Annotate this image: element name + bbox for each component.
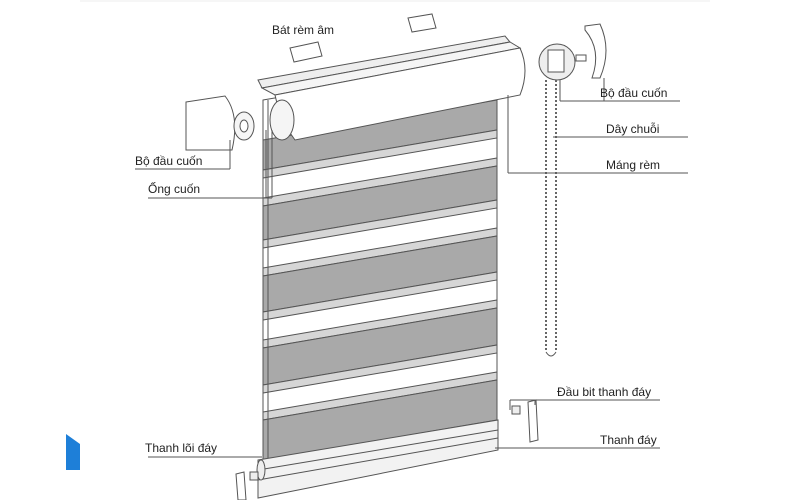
bottom-end-caps [235,399,539,500]
label-bracket: Bát rèm âm [272,23,334,37]
fabric-panel [262,59,498,481]
bottom-bar [256,419,499,499]
bead-chain [545,80,557,357]
label-roller-tube: Ống cuốn [148,181,200,196]
label-chain: Dây chuỗi [606,121,659,136]
logo-mark [66,434,80,470]
cassette [257,35,526,141]
label-end-cap-left: Bộ đầu cuốn [135,154,202,168]
label-bottom-bar: Thanh đáy [600,433,657,447]
label-cassette: Máng rèm [606,158,660,172]
label-bottom-bar-end: Đầu bit thanh đáy [557,385,651,399]
leader-lines [135,78,688,458]
left-end-cap [185,95,255,151]
right-mechanism [538,23,607,81]
label-end-cap-right: Bộ đầu cuốn [600,86,667,100]
label-bottom-core: Thanh lõi đáy [145,441,217,455]
mounting-brackets [289,13,437,63]
